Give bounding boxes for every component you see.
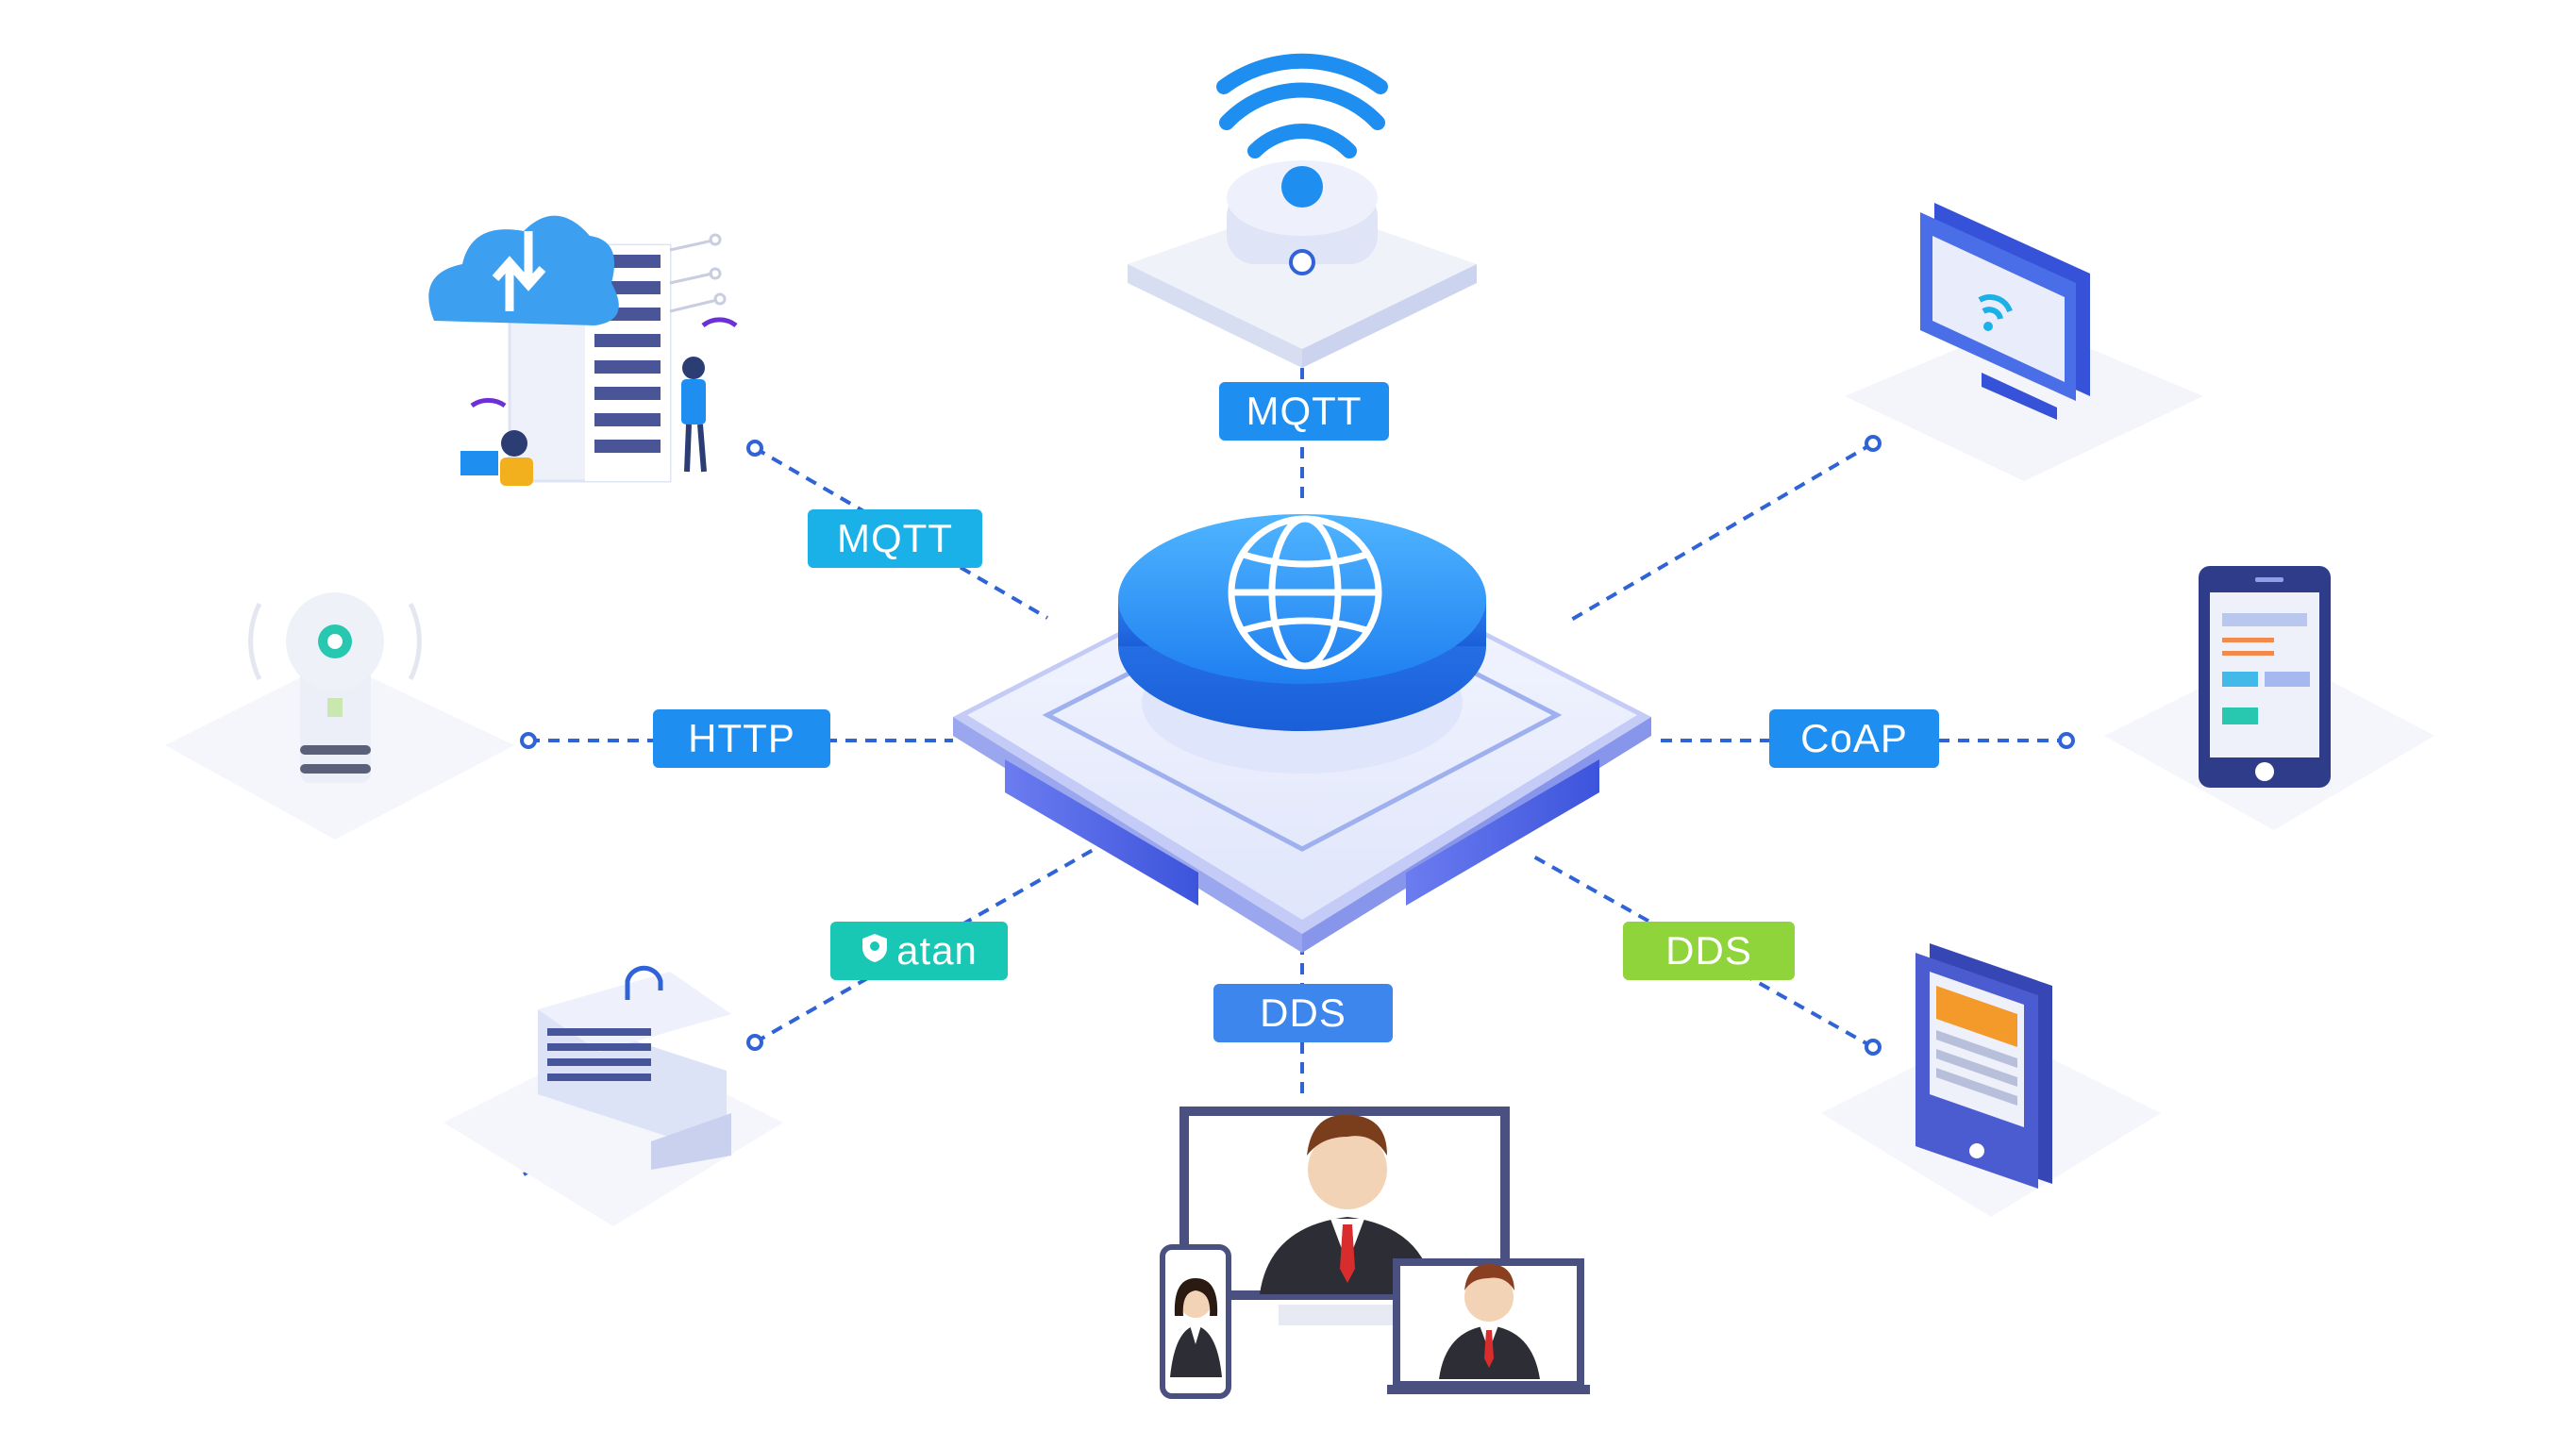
line-bottom-left [754, 847, 1096, 1044]
protocol-label-http: HTTP [653, 709, 830, 768]
cloud-server-icon [428, 215, 738, 486]
protocol-label-dds-bottom: DDS [1213, 984, 1393, 1042]
line-bottom-right [1528, 852, 1874, 1049]
video-conference-icon [1160, 1107, 1590, 1399]
protocol-label-dds-right: DDS [1623, 922, 1795, 980]
wifi-router-icon [1128, 53, 1477, 368]
monitor-icon [1845, 203, 2203, 481]
network-switch-icon [443, 965, 783, 1226]
line-top-right [1564, 441, 1875, 624]
shield-icon [861, 928, 889, 974]
protocol-label-mqtt-left: MQTT [808, 509, 982, 568]
protocol-label-atan: atan [830, 922, 1008, 980]
protocol-label-atan-text: atan [896, 928, 978, 973]
globe-icon [1228, 515, 1382, 670]
tablet-icon [1821, 943, 2161, 1217]
protocol-label-mqtt-top: MQTT [1219, 382, 1389, 441]
line-endpoints [520, 435, 2075, 1056]
protocol-label-coap: CoAP [1769, 709, 1939, 768]
smartphone-icon [2104, 566, 2434, 830]
central-hub [953, 514, 1651, 953]
sensor-icon [165, 592, 514, 840]
